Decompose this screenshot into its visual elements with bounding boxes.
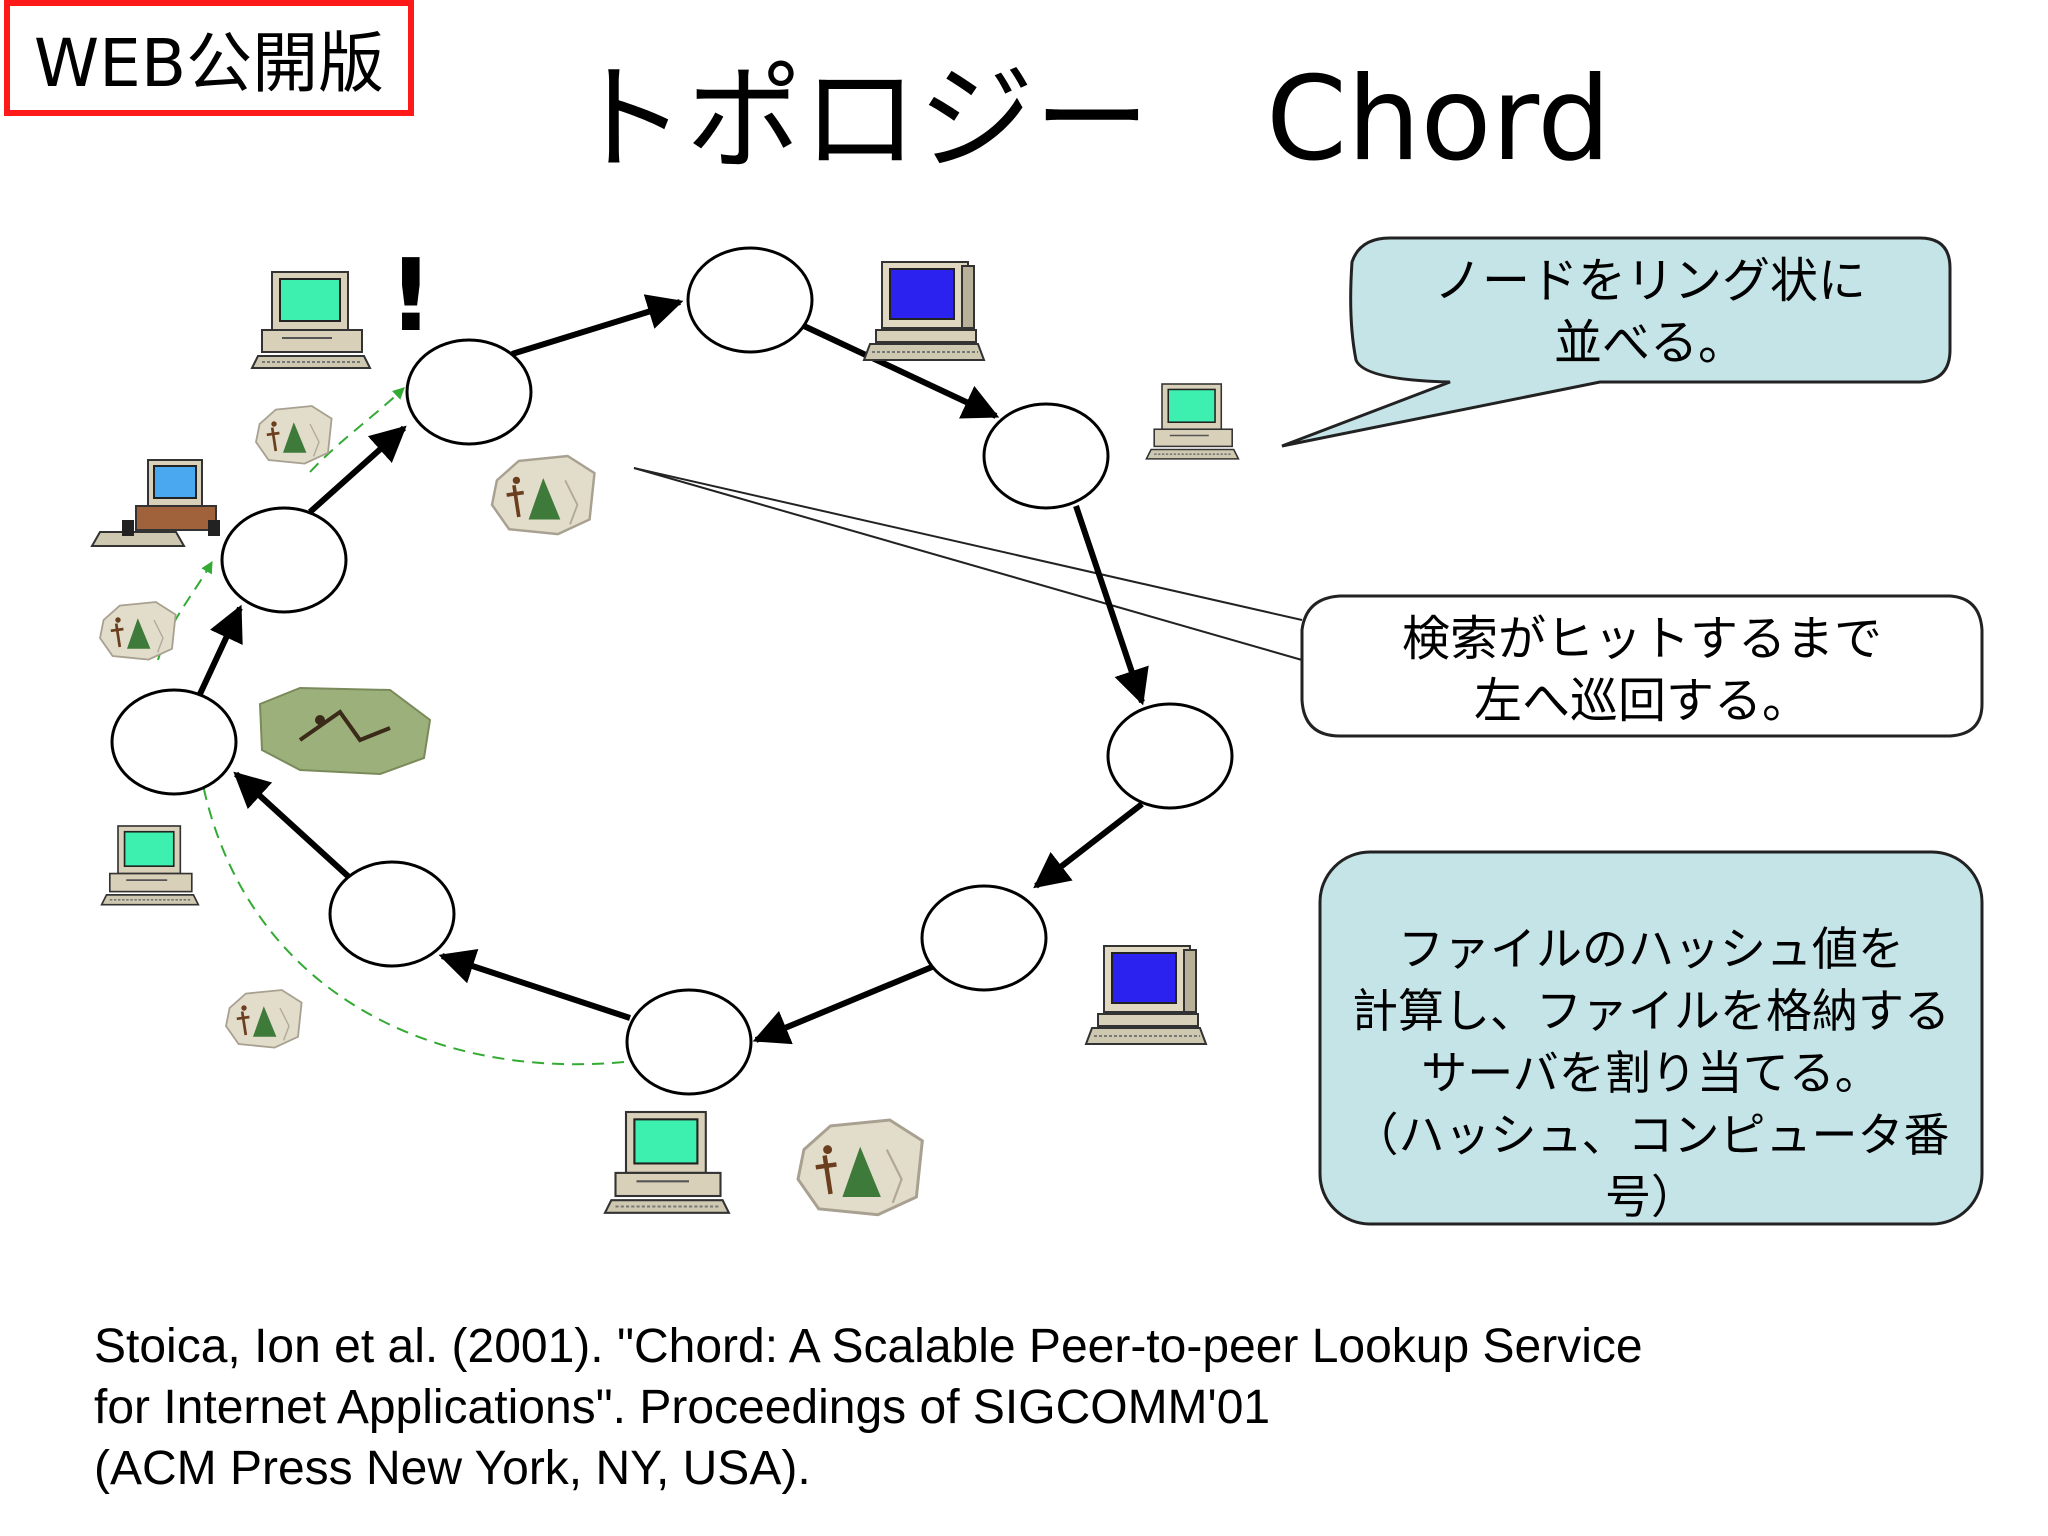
citation-line: (ACM Press New York, NY, USA). xyxy=(94,1442,811,1495)
computer-icon xyxy=(1145,383,1240,460)
callout-line: 並べる。 xyxy=(1553,315,1746,371)
computer-icon xyxy=(1085,945,1207,1045)
callout-ring xyxy=(1281,236,1952,448)
callout-hash xyxy=(1318,850,1984,1226)
ring-node xyxy=(220,506,348,614)
callout-search-text: 検索がヒットするまで 左へ巡回する。 xyxy=(1310,608,1974,732)
ring-node xyxy=(110,688,238,796)
ring-node xyxy=(1106,702,1234,810)
computer-icon xyxy=(863,261,985,361)
callout-hash-text: ファイルのハッシュ値を 計算し、ファイルを格納する サーバを割り当てる。 （ハッ… xyxy=(1326,918,1976,1228)
callout-line: 計算し、ファイルを格納する xyxy=(1352,984,1950,1038)
callout-line: ノードをリング状に xyxy=(1433,253,1866,309)
callout-line: 左へ巡回する。 xyxy=(1473,673,1810,729)
file-rock-icon xyxy=(224,988,303,1049)
ring-node xyxy=(982,402,1110,510)
computer-icon xyxy=(90,459,220,547)
ring-node xyxy=(405,338,533,446)
ring-node xyxy=(328,860,456,968)
exclamation-icon: ! xyxy=(388,237,434,354)
callout-line: サーバを割り当てる。 xyxy=(1421,1046,1881,1100)
web-public-badge: WEB公開版 xyxy=(4,0,414,116)
callout-line: 検索がヒットするまで xyxy=(1401,611,1882,667)
ring-arrows xyxy=(197,294,1149,1045)
file-rock-icon xyxy=(490,454,597,536)
computer-icon xyxy=(251,271,371,369)
file-rock-icon xyxy=(798,1120,922,1215)
ring-node xyxy=(920,884,1048,992)
callout-search xyxy=(633,467,1984,738)
file-rock-icon xyxy=(254,404,333,465)
file-rock-icon xyxy=(98,600,177,661)
citation-line: Stoica, Ion et al. (2001). "Chord: A Sca… xyxy=(94,1320,1643,1373)
slide-title: トポロジー Chord xyxy=(570,52,1611,187)
ring-nodes xyxy=(110,246,1234,1096)
ring-node xyxy=(625,988,753,1096)
citation: Stoica, Ion et al. (2001). "Chord: A Sca… xyxy=(94,1316,1994,1499)
citation-line: for Internet Applications". Proceedings … xyxy=(94,1381,1271,1434)
lookup-path xyxy=(157,387,625,1066)
callout-ring-text: ノードをリング状に 並べる。 xyxy=(1360,250,1940,374)
ring-node xyxy=(686,246,814,354)
callout-line: ファイルのハッシュ値を xyxy=(1398,922,1904,976)
computer-icon xyxy=(100,825,200,906)
badge-label: WEB公開版 xyxy=(33,25,385,102)
computer-icon xyxy=(603,1110,730,1214)
file-rock-icon xyxy=(258,686,432,776)
callout-line: （ハッシュ、コンピュータ番号） xyxy=(1352,1108,1950,1224)
